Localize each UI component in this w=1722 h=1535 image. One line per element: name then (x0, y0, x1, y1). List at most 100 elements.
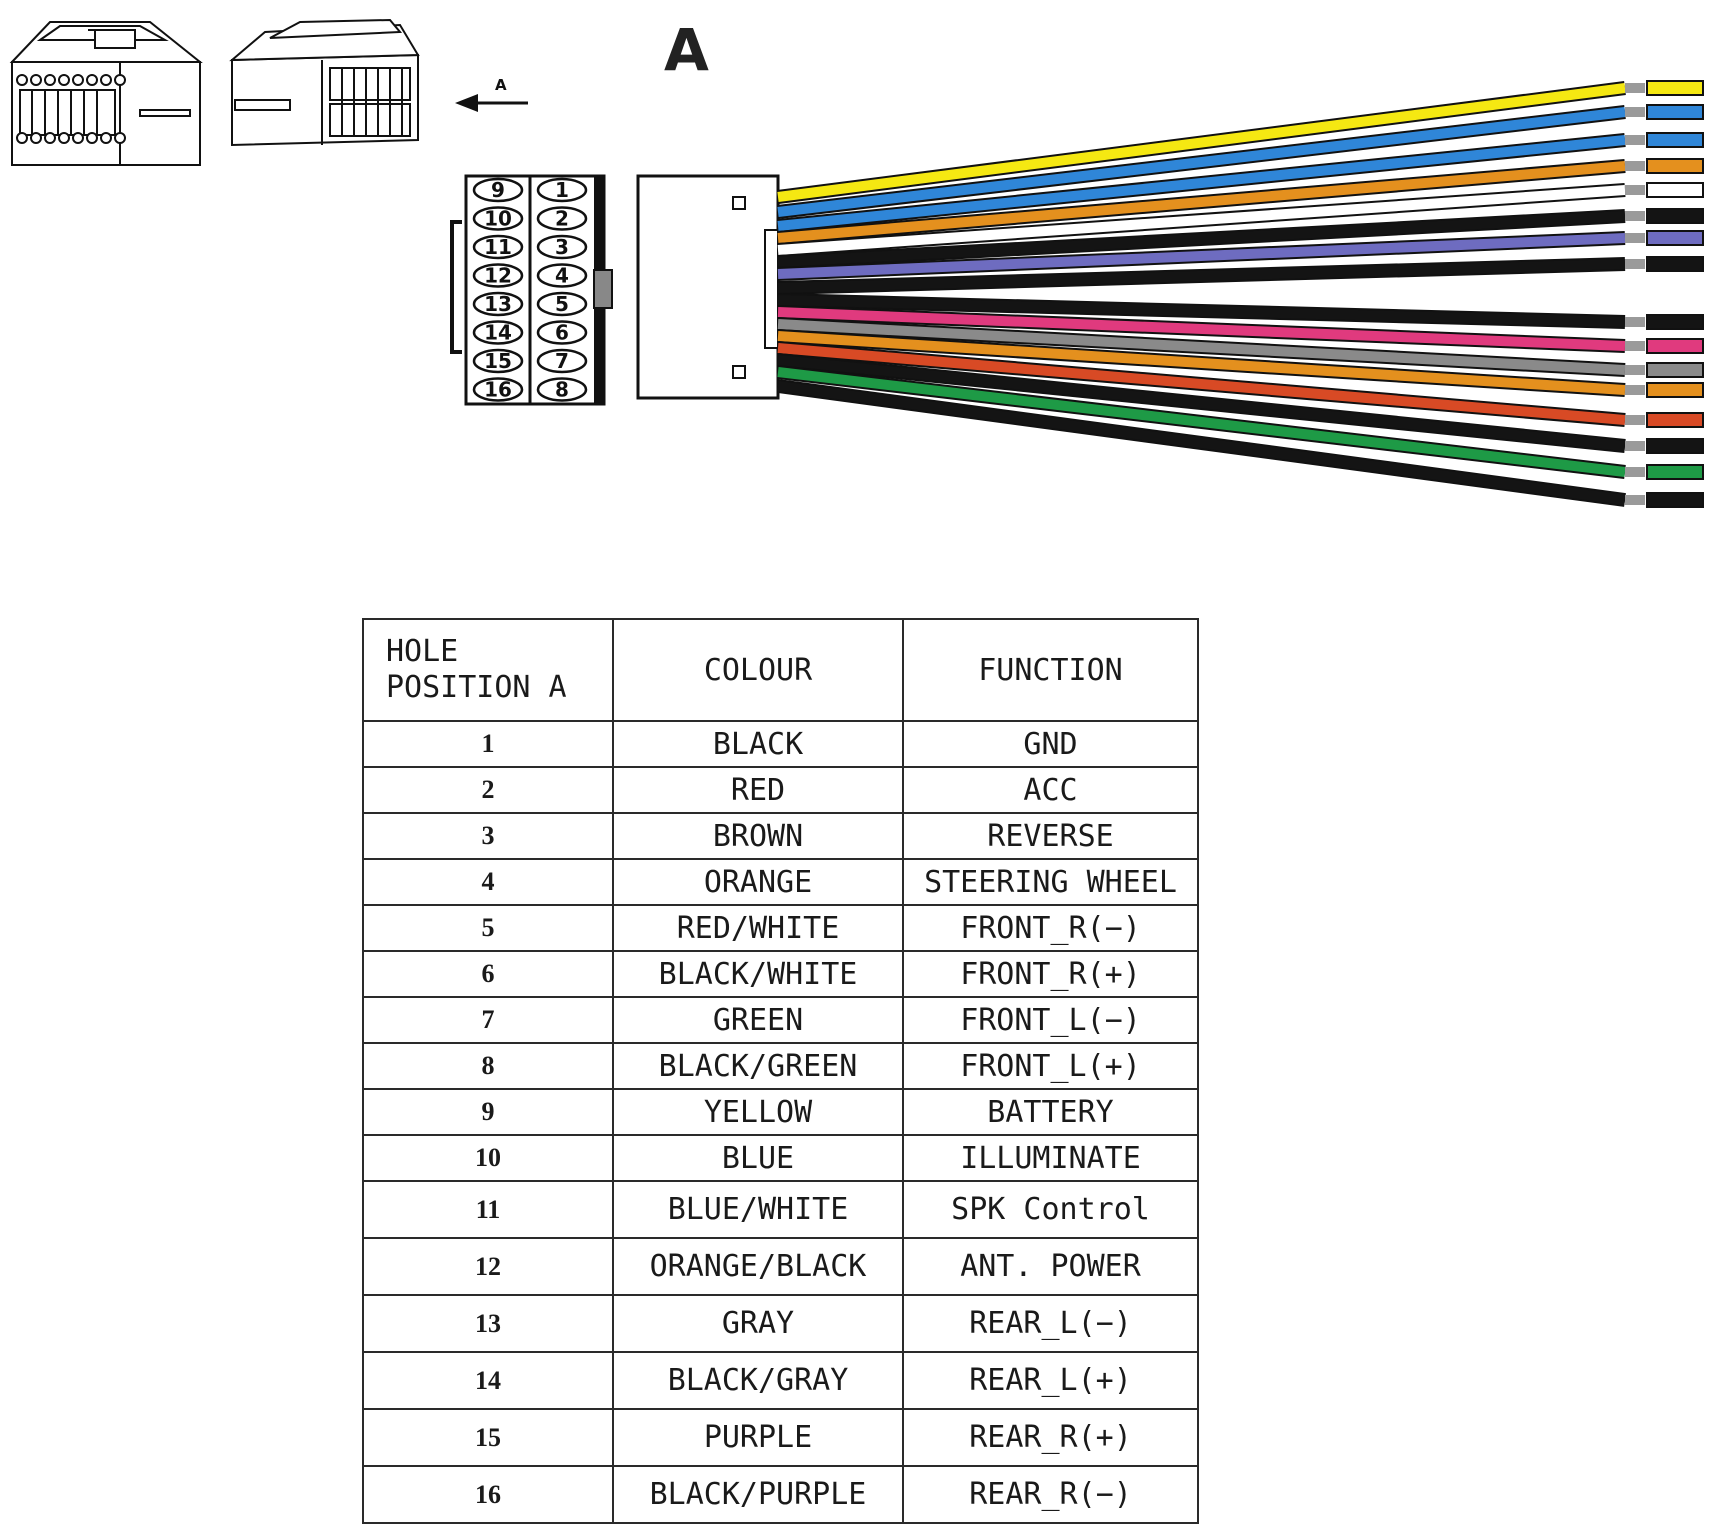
function-cell: REAR_L(+) (902, 1351, 1199, 1410)
wire-colour-cell: GREEN (612, 996, 904, 1044)
wire-colour-cell: BLACK/GREEN (612, 1042, 904, 1090)
hole-number-cell: 13 (362, 1294, 614, 1353)
wire-colour-cell: BLACK (612, 720, 904, 768)
wire-white (777, 185, 1626, 255)
wire-stripped-end (1625, 107, 1645, 117)
hole-number-cell: 3 (362, 812, 614, 860)
wire-tip (1646, 464, 1704, 480)
function-cell: REAR_R(+) (902, 1408, 1199, 1467)
arrow-label: A (495, 76, 507, 94)
wire-stripped-end (1625, 233, 1645, 243)
wire-stripped-end (1625, 385, 1645, 395)
pin-hole (472, 377, 524, 402)
function-cell: FRONT_L(−) (902, 996, 1199, 1044)
wire-colour-cell: BLACK/PURPLE (612, 1465, 904, 1524)
wire-tip (1646, 158, 1704, 174)
pin-face-connector (450, 174, 613, 406)
pin-number: 9 (491, 178, 505, 202)
wire-stripped-end (1625, 467, 1645, 477)
pin-hole (536, 206, 588, 231)
pin-hole (536, 234, 588, 260)
function-cell: BATTERY (902, 1088, 1199, 1136)
wire-tip (1646, 208, 1704, 224)
wire-stripped-end (1625, 441, 1645, 451)
hole-number-cell: 5 (362, 904, 614, 952)
hole-number-cell: 8 (362, 1042, 614, 1090)
wire-blue (777, 107, 1626, 217)
function-cell: ACC (902, 766, 1199, 814)
pin-number: 12 (484, 264, 512, 288)
pin-hole (472, 320, 524, 345)
wire-colour-cell: BLACK/GRAY (612, 1351, 904, 1410)
function-cell: REAR_R(−) (902, 1465, 1199, 1524)
wire-harness (777, 80, 1704, 508)
pin-number: 13 (484, 292, 512, 316)
wire-tip (1646, 314, 1704, 330)
wire-stripped-end (1625, 259, 1645, 269)
pin-number: 2 (555, 207, 569, 231)
wire-blue (777, 135, 1626, 231)
wire-tip (1646, 412, 1704, 428)
connector-sketch-right (229, 18, 420, 147)
side-connector-body (636, 174, 780, 400)
wire-tip (1646, 104, 1704, 120)
hole-number-cell: 4 (362, 858, 614, 906)
pin-number: 15 (484, 349, 512, 373)
pin-number: 11 (484, 235, 512, 259)
function-header: FUNCTION (902, 618, 1199, 722)
function-cell: SPK Control (902, 1180, 1199, 1239)
pin-number: 6 (555, 321, 569, 345)
pin-hole (472, 348, 524, 374)
pin-number: 1 (555, 178, 569, 202)
pin-number: 3 (555, 235, 569, 259)
pin-number: 16 (484, 378, 512, 402)
wire-colour-cell: BLUE/WHITE (612, 1180, 904, 1239)
pin-number: 7 (555, 349, 569, 373)
hole-number-cell: 16 (362, 1465, 614, 1524)
wire-gray (777, 319, 1626, 375)
pin-hole (472, 291, 524, 317)
wire-stripped-end (1625, 161, 1645, 171)
table-header-row: HOLE POSITION A COLOUR FUNCTION (362, 618, 1199, 722)
hole-number-cell: 12 (362, 1237, 614, 1296)
wire-tip (1646, 492, 1704, 508)
wire-yellow (777, 83, 1626, 202)
hole-number-cell: 11 (362, 1180, 614, 1239)
wire-tip (1646, 182, 1704, 198)
wire-colour-cell: GRAY (612, 1294, 904, 1353)
pin-hole (536, 320, 588, 345)
wire-green (777, 367, 1626, 477)
function-cell: GND (902, 720, 1199, 768)
hole-number-cell: 1 (362, 720, 614, 768)
wire-colour-cell: ORANGE/BLACK (612, 1237, 904, 1296)
pin-number: 14 (484, 321, 512, 345)
wire-tip (1646, 382, 1704, 398)
hole-header-line2: POSITION A (386, 670, 567, 705)
function-cell: REVERSE (902, 812, 1199, 860)
pin-hole (536, 377, 588, 402)
wire-orange (777, 331, 1626, 395)
wire-colour-cell: ORANGE (612, 858, 904, 906)
wire-red (777, 343, 1626, 425)
wire-black (777, 295, 1626, 327)
wire-pink (777, 307, 1626, 351)
wire-stripped-end (1625, 211, 1645, 221)
function-cell: STEERING WHEEL (902, 858, 1199, 906)
wire-tip (1646, 132, 1704, 148)
wire-stripped-end (1625, 495, 1645, 505)
pin-number: 4 (555, 264, 569, 288)
view-label: A (664, 16, 709, 84)
wire-tip (1646, 338, 1704, 354)
